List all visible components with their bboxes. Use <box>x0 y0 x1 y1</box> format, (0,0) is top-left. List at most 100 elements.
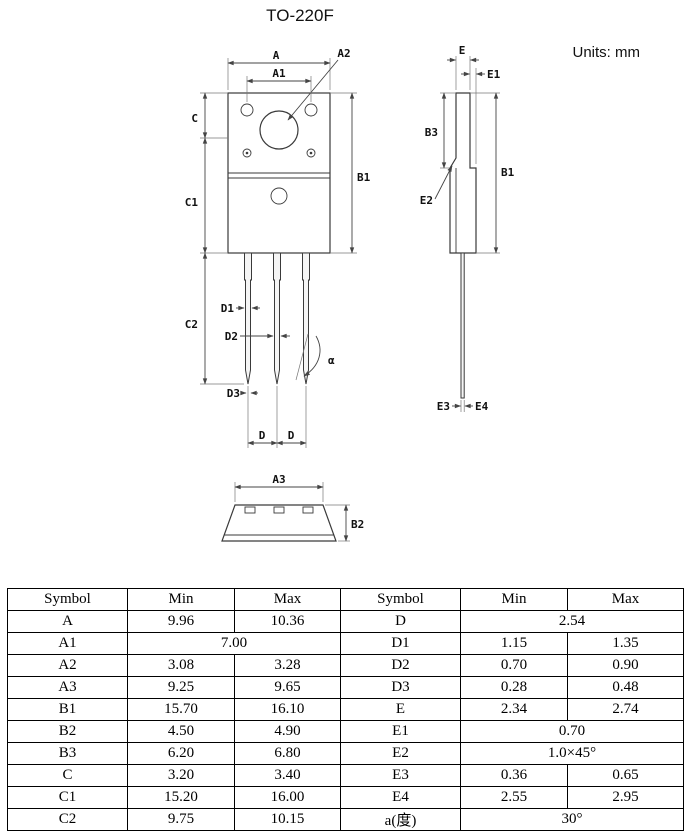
dim-label-A3: A3 <box>272 473 285 486</box>
table-row-B1: B1 15.70 16.10 E 2.34 2.74 <box>7 698 684 721</box>
min-cell: 15.20 <box>127 786 235 809</box>
table-row-A2: A2 3.08 3.28 D2 0.70 0.90 <box>7 654 684 677</box>
max-cell: 0.90 <box>567 654 684 677</box>
min-cell: 9.96 <box>127 610 235 633</box>
table-row-C1: C1 15.20 16.00 E4 2.55 2.95 <box>7 786 684 809</box>
value-cell: 0.70 <box>460 720 684 743</box>
min-cell: 2.55 <box>460 786 568 809</box>
max-cell: 2.95 <box>567 786 684 809</box>
bottom-view: A3 B2 <box>221 473 364 542</box>
max-cell: 3.40 <box>234 764 341 787</box>
symbol-cell: D <box>340 610 461 633</box>
front-view: A A2 A1 C C1 C2 B1 <box>185 47 371 448</box>
symbol-cell: E3 <box>340 764 461 787</box>
dim-label-D-right: D <box>288 429 295 442</box>
value-cell: 2.54 <box>460 610 684 633</box>
pin-right <box>302 252 310 385</box>
max-cell: 9.65 <box>234 676 341 699</box>
max-cell: 6.80 <box>234 742 341 765</box>
header-min-right: Min <box>460 588 568 611</box>
mounting-hole <box>259 110 299 150</box>
symbol-cell: B3 <box>7 742 128 765</box>
max-cell: 2.74 <box>567 698 684 721</box>
header-symbol-left: Symbol <box>7 588 128 611</box>
header-min-left: Min <box>127 588 235 611</box>
dim-label-B3: B3 <box>425 126 438 139</box>
symbol-cell: A2 <box>7 654 128 677</box>
symbol-cell: C2 <box>7 808 128 831</box>
dim-label-A1: A1 <box>272 67 286 80</box>
dim-label-E2: E2 <box>420 194 433 207</box>
side-lead <box>460 252 465 399</box>
body-center-hole <box>270 187 288 205</box>
min-cell: 4.50 <box>127 720 235 743</box>
symbol-cell: B2 <box>7 720 128 743</box>
bottom-pin-mark-right <box>302 506 314 514</box>
header-max-right: Max <box>567 588 684 611</box>
dim-label-D2: D2 <box>225 330 238 343</box>
symbol-cell: D3 <box>340 676 461 699</box>
symbol-cell: A <box>7 610 128 633</box>
package-outline-drawing: A A2 A1 C C1 C2 B1 <box>185 44 515 542</box>
dim-label-B2: B2 <box>351 518 364 531</box>
dim-label-C: C <box>191 112 198 125</box>
max-cell: 16.10 <box>234 698 341 721</box>
dim-label-E3: E3 <box>437 400 450 413</box>
value-cell: 1.0×45° <box>460 742 684 765</box>
dim-label-B1-side: B1 <box>501 166 515 179</box>
min-cell: 0.70 <box>460 654 568 677</box>
rivet-left-dot <box>245 151 249 155</box>
max-cell: 10.36 <box>234 610 341 633</box>
bottom-pin-mark-left <box>244 506 256 514</box>
symbol-cell: E2 <box>340 742 461 765</box>
dim-label-A: A <box>273 49 280 62</box>
min-cell: 2.34 <box>460 698 568 721</box>
table-row-A1: A1 7.00 D1 1.15 1.35 <box>7 632 684 655</box>
max-cell: 16.00 <box>234 786 341 809</box>
dim-label-A2: A2 <box>337 47 350 60</box>
top-hole-left <box>240 103 254 117</box>
dim-label-C1: C1 <box>185 196 199 209</box>
min-cell: 3.20 <box>127 764 235 787</box>
dim-label-D1: D1 <box>221 302 235 315</box>
page-title: TO-220F <box>266 6 334 25</box>
min-cell: 9.75 <box>127 808 235 831</box>
dim-label-E1: E1 <box>487 68 501 81</box>
symbol-cell: A3 <box>7 676 128 699</box>
min-cell: 0.36 <box>460 764 568 787</box>
dim-label-D3: D3 <box>227 387 240 400</box>
top-hole-right <box>304 103 318 117</box>
max-cell: 10.15 <box>234 808 341 831</box>
table-header-row: Symbol Min Max Symbol Min Max <box>7 588 684 611</box>
dimensions-table: Symbol Min Max Symbol Min Max A 9.96 10.… <box>7 588 684 831</box>
symbol-cell: D2 <box>340 654 461 677</box>
table-row-A: A 9.96 10.36 D 2.54 <box>7 610 684 633</box>
table-row-B2: B2 4.50 4.90 E1 0.70 <box>7 720 684 743</box>
max-cell: 0.48 <box>567 676 684 699</box>
max-cell: 0.65 <box>567 764 684 787</box>
symbol-cell: C <box>7 764 128 787</box>
dim-label-alpha: α <box>328 354 335 367</box>
header-symbol-right: Symbol <box>340 588 461 611</box>
bottom-profile <box>221 504 337 542</box>
max-cell: 1.35 <box>567 632 684 655</box>
side-profile <box>449 92 477 254</box>
max-cell: 3.28 <box>234 654 341 677</box>
min-cell: 3.08 <box>127 654 235 677</box>
pin-left <box>244 252 252 385</box>
symbol-cell: B1 <box>7 698 128 721</box>
symbol-cell: A1 <box>7 632 128 655</box>
rivet-right-dot <box>309 151 313 155</box>
symbol-cell: a(度) <box>340 808 461 831</box>
table-row-A3: A3 9.25 9.65 D3 0.28 0.48 <box>7 676 684 699</box>
dim-label-D-left: D <box>259 429 266 442</box>
max-cell: 4.90 <box>234 720 341 743</box>
table-row-C2: C2 9.75 10.15 a(度) 30° <box>7 808 684 831</box>
side-view: E E1 B3 B1 E2 E3 E4 <box>420 44 515 413</box>
table-row-B3: B3 6.20 6.80 E2 1.0×45° <box>7 742 684 765</box>
value-cell: 30° <box>460 808 684 831</box>
symbol-cell: C1 <box>7 786 128 809</box>
dim-label-B1-front: B1 <box>357 171 371 184</box>
min-cell: 1.15 <box>460 632 568 655</box>
